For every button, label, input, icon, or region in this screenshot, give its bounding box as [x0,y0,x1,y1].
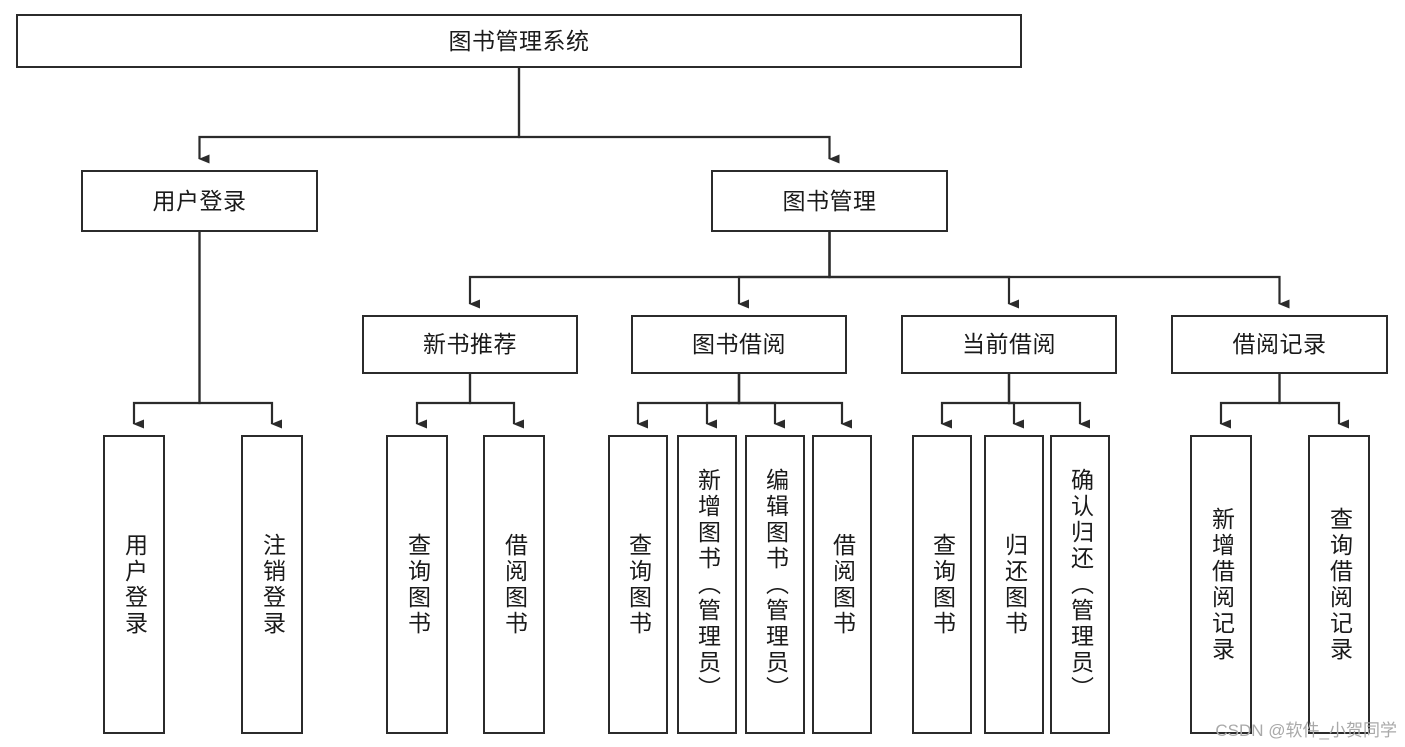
node-label: 借阅图书 [501,532,528,637]
node-l-logout[interactable]: 注销登录 [241,435,303,734]
node-label: 用户登录 [152,187,247,214]
edge-records-to-l-rc-query [1278,374,1349,429]
node-root[interactable]: 图书管理系统 [16,14,1022,68]
node-records[interactable]: 借阅记录 [1171,315,1388,374]
edge-bookmgmt-to-newbook [468,232,831,309]
node-label: 图书借阅 [692,331,786,358]
node-label: 图书管理 [782,187,877,214]
node-l-bw-query[interactable]: 查询图书 [608,435,668,734]
node-l-bw-borrow[interactable]: 借阅图书 [812,435,872,734]
node-l-nb-query[interactable]: 查询图书 [386,435,448,734]
node-bookmgmt[interactable]: 图书管理 [711,170,948,232]
edge-newbook-to-l-nb-query [415,374,472,429]
node-label: 借阅图书 [829,532,856,637]
edge-current-to-l-cb-confirm [1007,374,1090,429]
node-l-cb-return[interactable]: 归还图书 [984,435,1044,734]
node-l-rc-add[interactable]: 新增借阅记录 [1190,435,1252,734]
node-newbook[interactable]: 新书推荐 [362,315,578,374]
node-label: 注销登录 [259,532,286,637]
edge-bookmgmt-to-borrow [737,232,831,309]
edge-root-to-login [198,68,521,164]
edge-login-to-l-logout [198,232,282,429]
node-label: 当前借阅 [962,331,1056,358]
node-label: 编辑图书（管理员） [762,467,789,702]
edge-borrow-to-l-bw-borrow [737,374,852,429]
node-label: 新书推荐 [423,331,517,358]
node-label: 查询图书 [404,532,431,637]
edge-login-to-l-login [132,232,201,429]
node-l-bw-edit[interactable]: 编辑图书（管理员） [745,435,805,734]
edge-borrow-to-l-bw-query [636,374,741,429]
node-label: 新增借阅记录 [1208,506,1235,663]
node-l-bw-add[interactable]: 新增图书（管理员） [677,435,737,734]
node-borrow[interactable]: 图书借阅 [631,315,847,374]
edge-bookmgmt-to-current [828,232,1019,309]
node-label: 查询图书 [929,532,956,637]
node-l-nb-borrow[interactable]: 借阅图书 [483,435,545,734]
node-label: 图书管理系统 [448,27,590,54]
node-l-login[interactable]: 用户登录 [103,435,165,734]
edge-root-to-bookmgmt [517,68,840,164]
edge-borrow-to-l-bw-add [705,374,741,429]
node-label: 用户登录 [121,532,148,637]
edge-bookmgmt-to-records [828,232,1290,309]
node-current[interactable]: 当前借阅 [901,315,1117,374]
node-l-cb-query[interactable]: 查询图书 [912,435,972,734]
node-login[interactable]: 用户登录 [81,170,318,232]
node-label: 查询借阅记录 [1326,506,1353,663]
edge-paths [132,68,1349,429]
node-label: 查询图书 [625,532,652,637]
node-label: 借阅记录 [1232,331,1327,358]
node-label: 新增图书（管理员） [694,467,721,702]
node-l-cb-confirm[interactable]: 确认归还（管理员） [1050,435,1110,734]
node-label: 确认归还（管理员） [1067,467,1094,702]
edge-newbook-to-l-nb-borrow [468,374,524,429]
edge-records-to-l-rc-add [1219,374,1281,429]
node-label: 归还图书 [1001,532,1028,637]
edge-current-to-l-cb-query [940,374,1011,429]
node-l-rc-query[interactable]: 查询借阅记录 [1308,435,1370,734]
edge-borrow-to-l-bw-edit [737,374,785,429]
